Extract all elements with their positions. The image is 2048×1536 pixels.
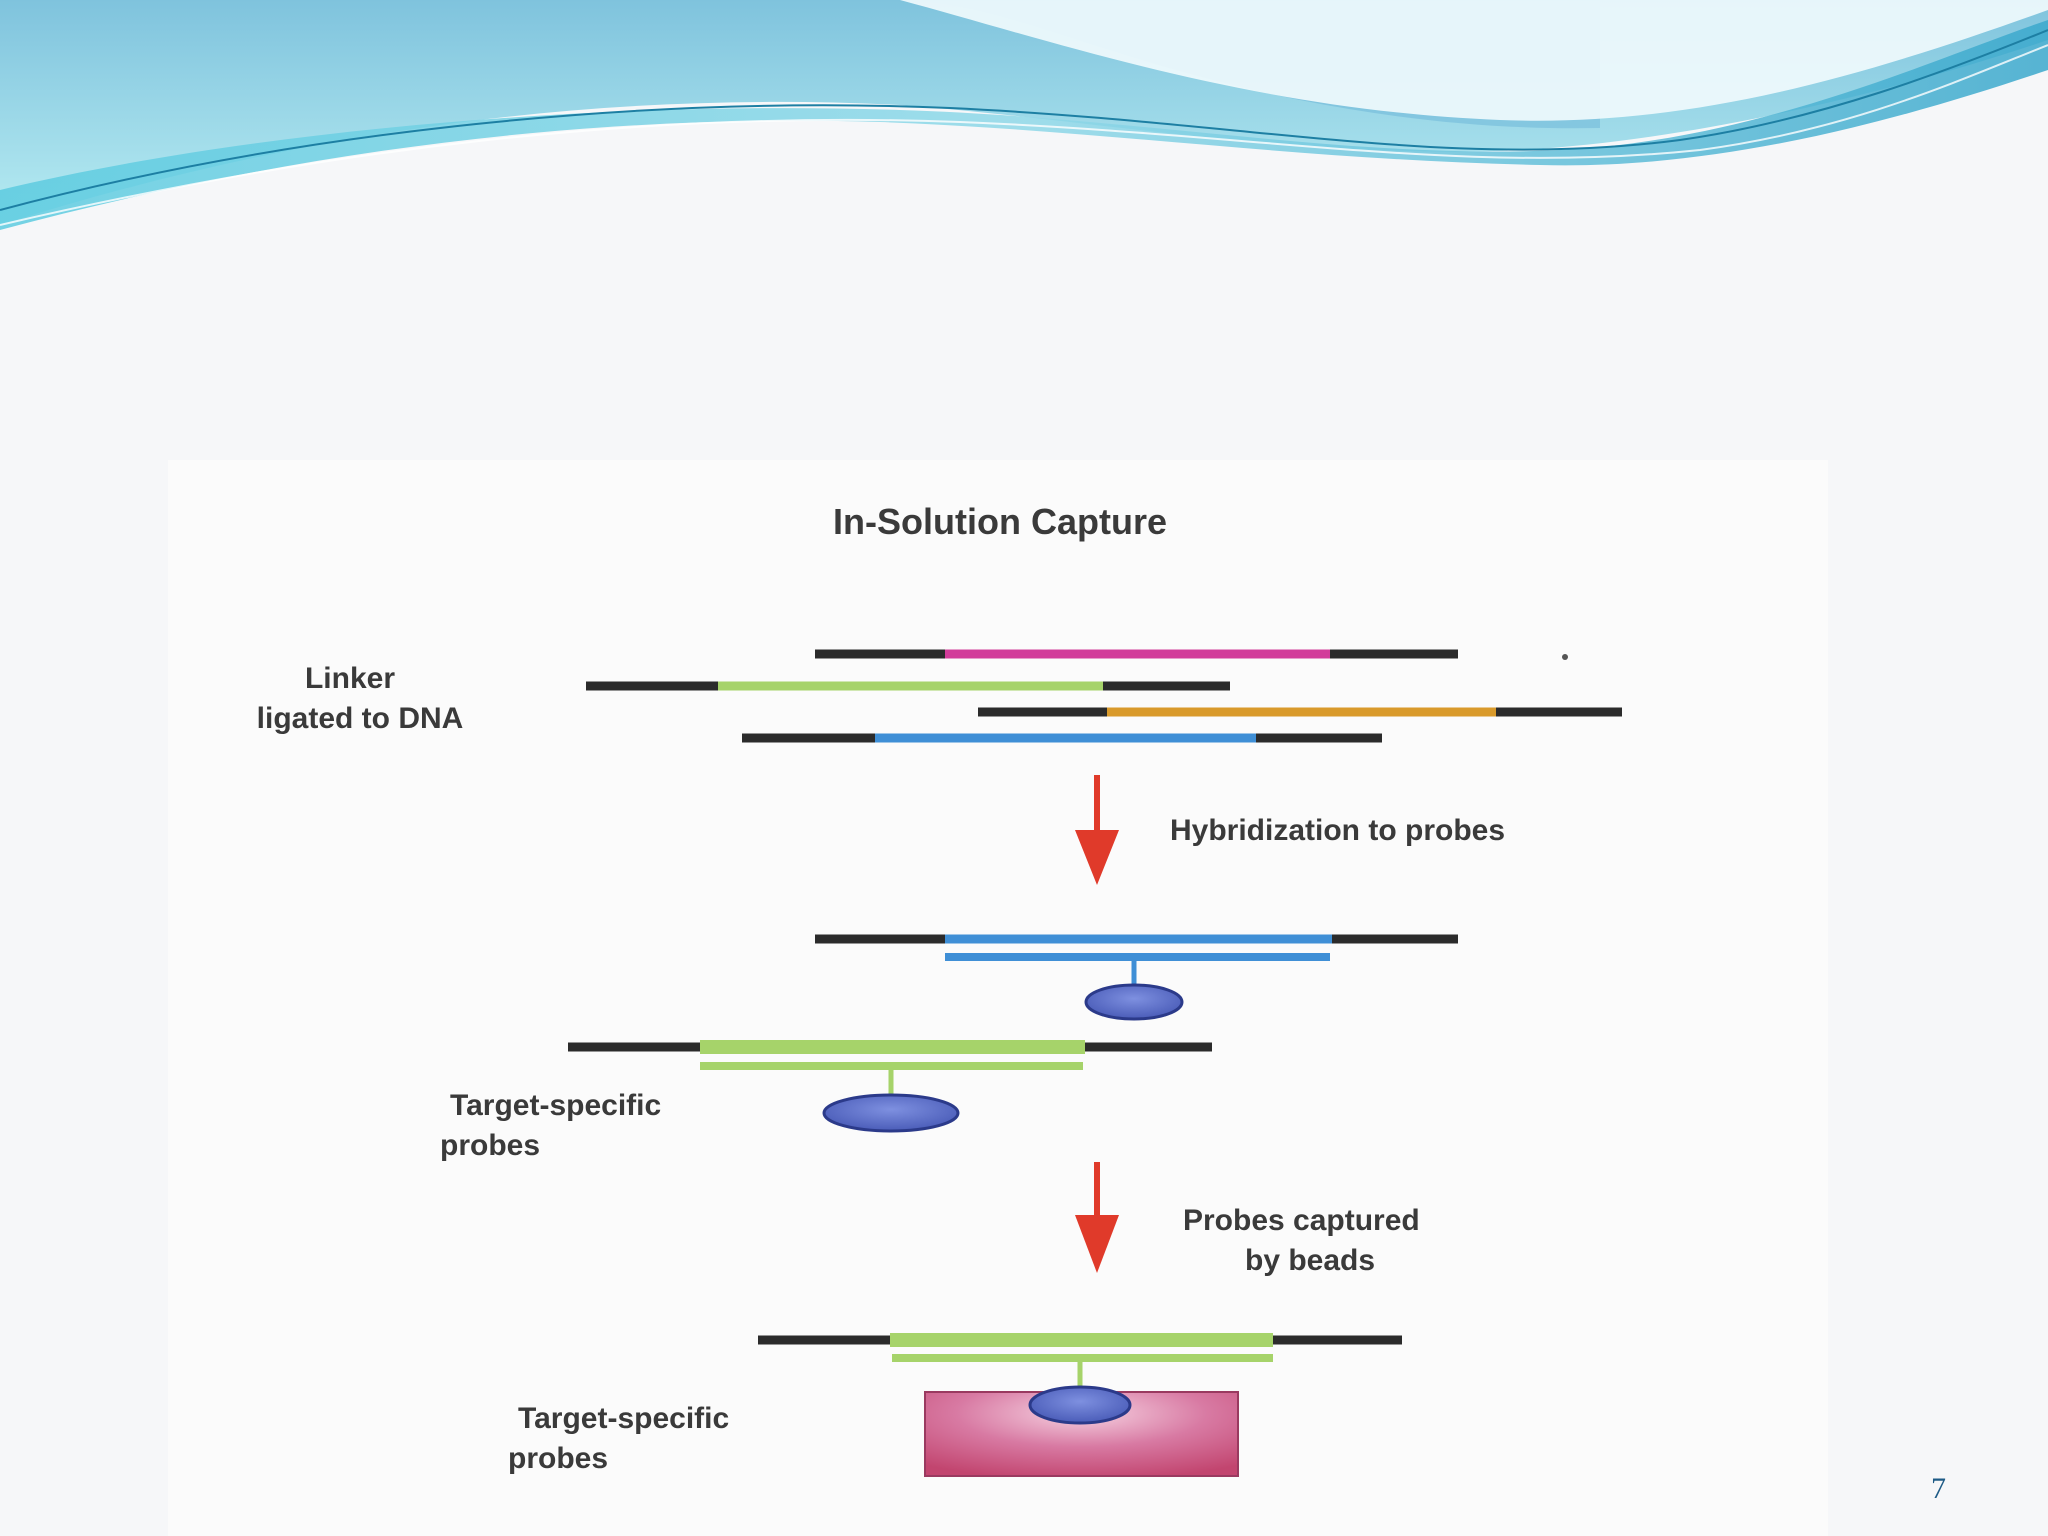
probes-label-2-line1: Target-specific [518, 1402, 729, 1435]
linker-label-line1: Linker [305, 662, 395, 695]
step1-label: Hybridization to probes [1170, 814, 1505, 847]
bead-green-probe [822, 1093, 960, 1133]
probes-label-1-line1: Target-specific [450, 1089, 661, 1122]
stray-dot [1562, 654, 1568, 660]
linker-label-line2: ligated to DNA [257, 702, 464, 735]
diagram-title: In-Solution Capture [833, 501, 1167, 542]
probes-label-2-line2: probes [508, 1442, 608, 1475]
step2-label-line1: Probes captured [1183, 1204, 1420, 1237]
captured-green-fragment [758, 1333, 1402, 1390]
bead-blue-probe [1084, 983, 1184, 1021]
slide-number: 7 [1931, 1472, 1946, 1505]
arrow-step-1 [1075, 775, 1119, 885]
bead-captured-probe [1028, 1385, 1132, 1425]
hybridized-blue-fragment [815, 934, 1458, 987]
step2-label-line2: by beads [1245, 1244, 1375, 1277]
arrow-step-2 [1075, 1162, 1119, 1273]
probes-label-1-line2: probes [440, 1129, 540, 1162]
hybridized-green-fragment [568, 1040, 1212, 1096]
header-wave-decoration [0, 0, 2048, 230]
